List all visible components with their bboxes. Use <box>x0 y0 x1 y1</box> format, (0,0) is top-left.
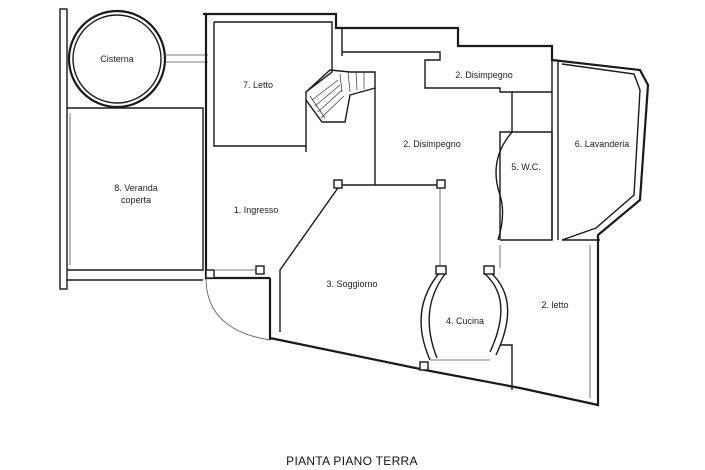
pillar <box>255 265 265 275</box>
cistern <box>67 9 208 109</box>
label-veranda-line2: coperta <box>121 195 151 205</box>
label-letto-2: 2. letto <box>541 300 568 310</box>
veranda <box>67 107 204 281</box>
label-letto-7: 7. Letto <box>243 80 273 90</box>
label-disimpegno-lower: 2. Disimpegno <box>403 139 461 149</box>
label-disimpegno-upper: 2. Disimpegno <box>455 70 513 80</box>
label-cisterna: Cisterna <box>100 54 134 64</box>
laundry-walls <box>561 63 641 241</box>
corridor-walls <box>341 28 552 275</box>
left-boundary-post <box>59 8 68 290</box>
living-walls <box>206 184 599 405</box>
pillar <box>436 179 446 189</box>
label-soggiorno: 3. Soggiorno <box>326 279 377 289</box>
pillar <box>205 269 215 279</box>
label-cucina: 4. Cucina <box>446 316 484 326</box>
label-lavanderia: 6. Lavanderia <box>575 139 630 149</box>
kitchen-walls <box>420 271 513 390</box>
pillar <box>435 265 447 275</box>
label-veranda-line1: 8. Veranda <box>114 183 158 193</box>
pillars <box>205 179 495 371</box>
pillar <box>419 361 429 371</box>
stairs <box>305 69 376 123</box>
pillar <box>333 179 343 189</box>
label-ingresso: 1. Ingresso <box>234 205 279 215</box>
label-wc: 5. W.C. <box>511 162 541 172</box>
pillar <box>483 265 495 275</box>
plan-title: PIANTA PIANO TERRA <box>286 454 418 468</box>
outer-walls <box>203 12 650 407</box>
wc-walls <box>495 60 559 241</box>
